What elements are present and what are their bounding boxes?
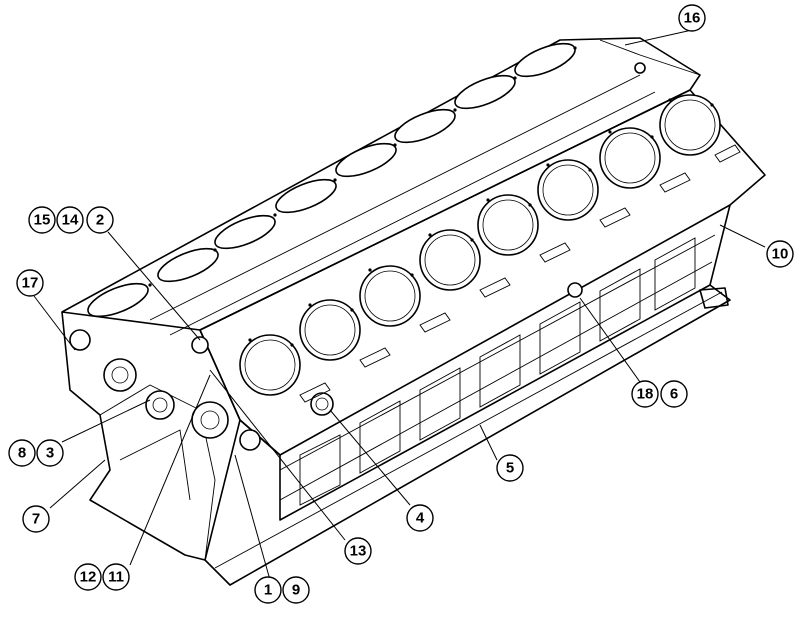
callout-13: 13	[344, 537, 372, 565]
callout-6: 6	[660, 380, 688, 408]
svg-text:12: 12	[80, 569, 97, 586]
svg-text:14: 14	[62, 212, 79, 229]
callout-10: 10	[766, 240, 794, 268]
svg-text:6: 6	[670, 386, 678, 403]
callout-18: 18	[631, 380, 659, 408]
crankcase-bays	[299, 237, 696, 506]
rear-bank-cylinder-bores	[87, 42, 576, 318]
svg-text:9: 9	[292, 582, 300, 599]
callout-5: 5	[496, 454, 524, 482]
svg-text:8: 8	[18, 445, 26, 462]
svg-text:11: 11	[108, 569, 124, 586]
svg-text:3: 3	[46, 445, 54, 462]
svg-text:15: 15	[34, 212, 51, 229]
callout-2: 2	[86, 206, 114, 234]
callout-8: 8	[8, 439, 36, 467]
bottom-rail	[204, 284, 731, 586]
svg-text:2: 2	[96, 212, 104, 229]
callout-15: 15	[28, 206, 56, 234]
crankcase-side-wall	[239, 204, 731, 521]
engine-block-drawing	[61, 37, 766, 586]
svg-text:7: 7	[32, 511, 40, 528]
front-bank-cylinder-bores	[239, 94, 721, 396]
callout-4: 4	[406, 504, 434, 532]
flywheel-end-face	[61, 311, 241, 561]
svg-text:1: 1	[264, 582, 272, 599]
callout-9: 9	[282, 576, 310, 604]
svg-text:10: 10	[772, 246, 789, 263]
callout-12: 12	[74, 563, 102, 591]
svg-text:13: 13	[350, 543, 367, 560]
callout-14: 14	[56, 206, 84, 234]
head-bolt-holes	[148, 46, 714, 347]
callout-3: 3	[36, 439, 64, 467]
cooling-ports	[299, 144, 741, 403]
callout-16: 16	[678, 4, 706, 32]
callout-17: 17	[16, 269, 44, 297]
callout-7: 7	[22, 505, 50, 533]
callout-11: 11	[102, 563, 130, 591]
svg-text:17: 17	[22, 275, 39, 292]
svg-text:4: 4	[416, 510, 425, 527]
svg-text:5: 5	[506, 460, 514, 477]
svg-text:18: 18	[637, 386, 654, 403]
svg-text:16: 16	[684, 10, 701, 27]
leader-lines	[33, 29, 766, 581]
callout-1: 1	[254, 576, 282, 604]
